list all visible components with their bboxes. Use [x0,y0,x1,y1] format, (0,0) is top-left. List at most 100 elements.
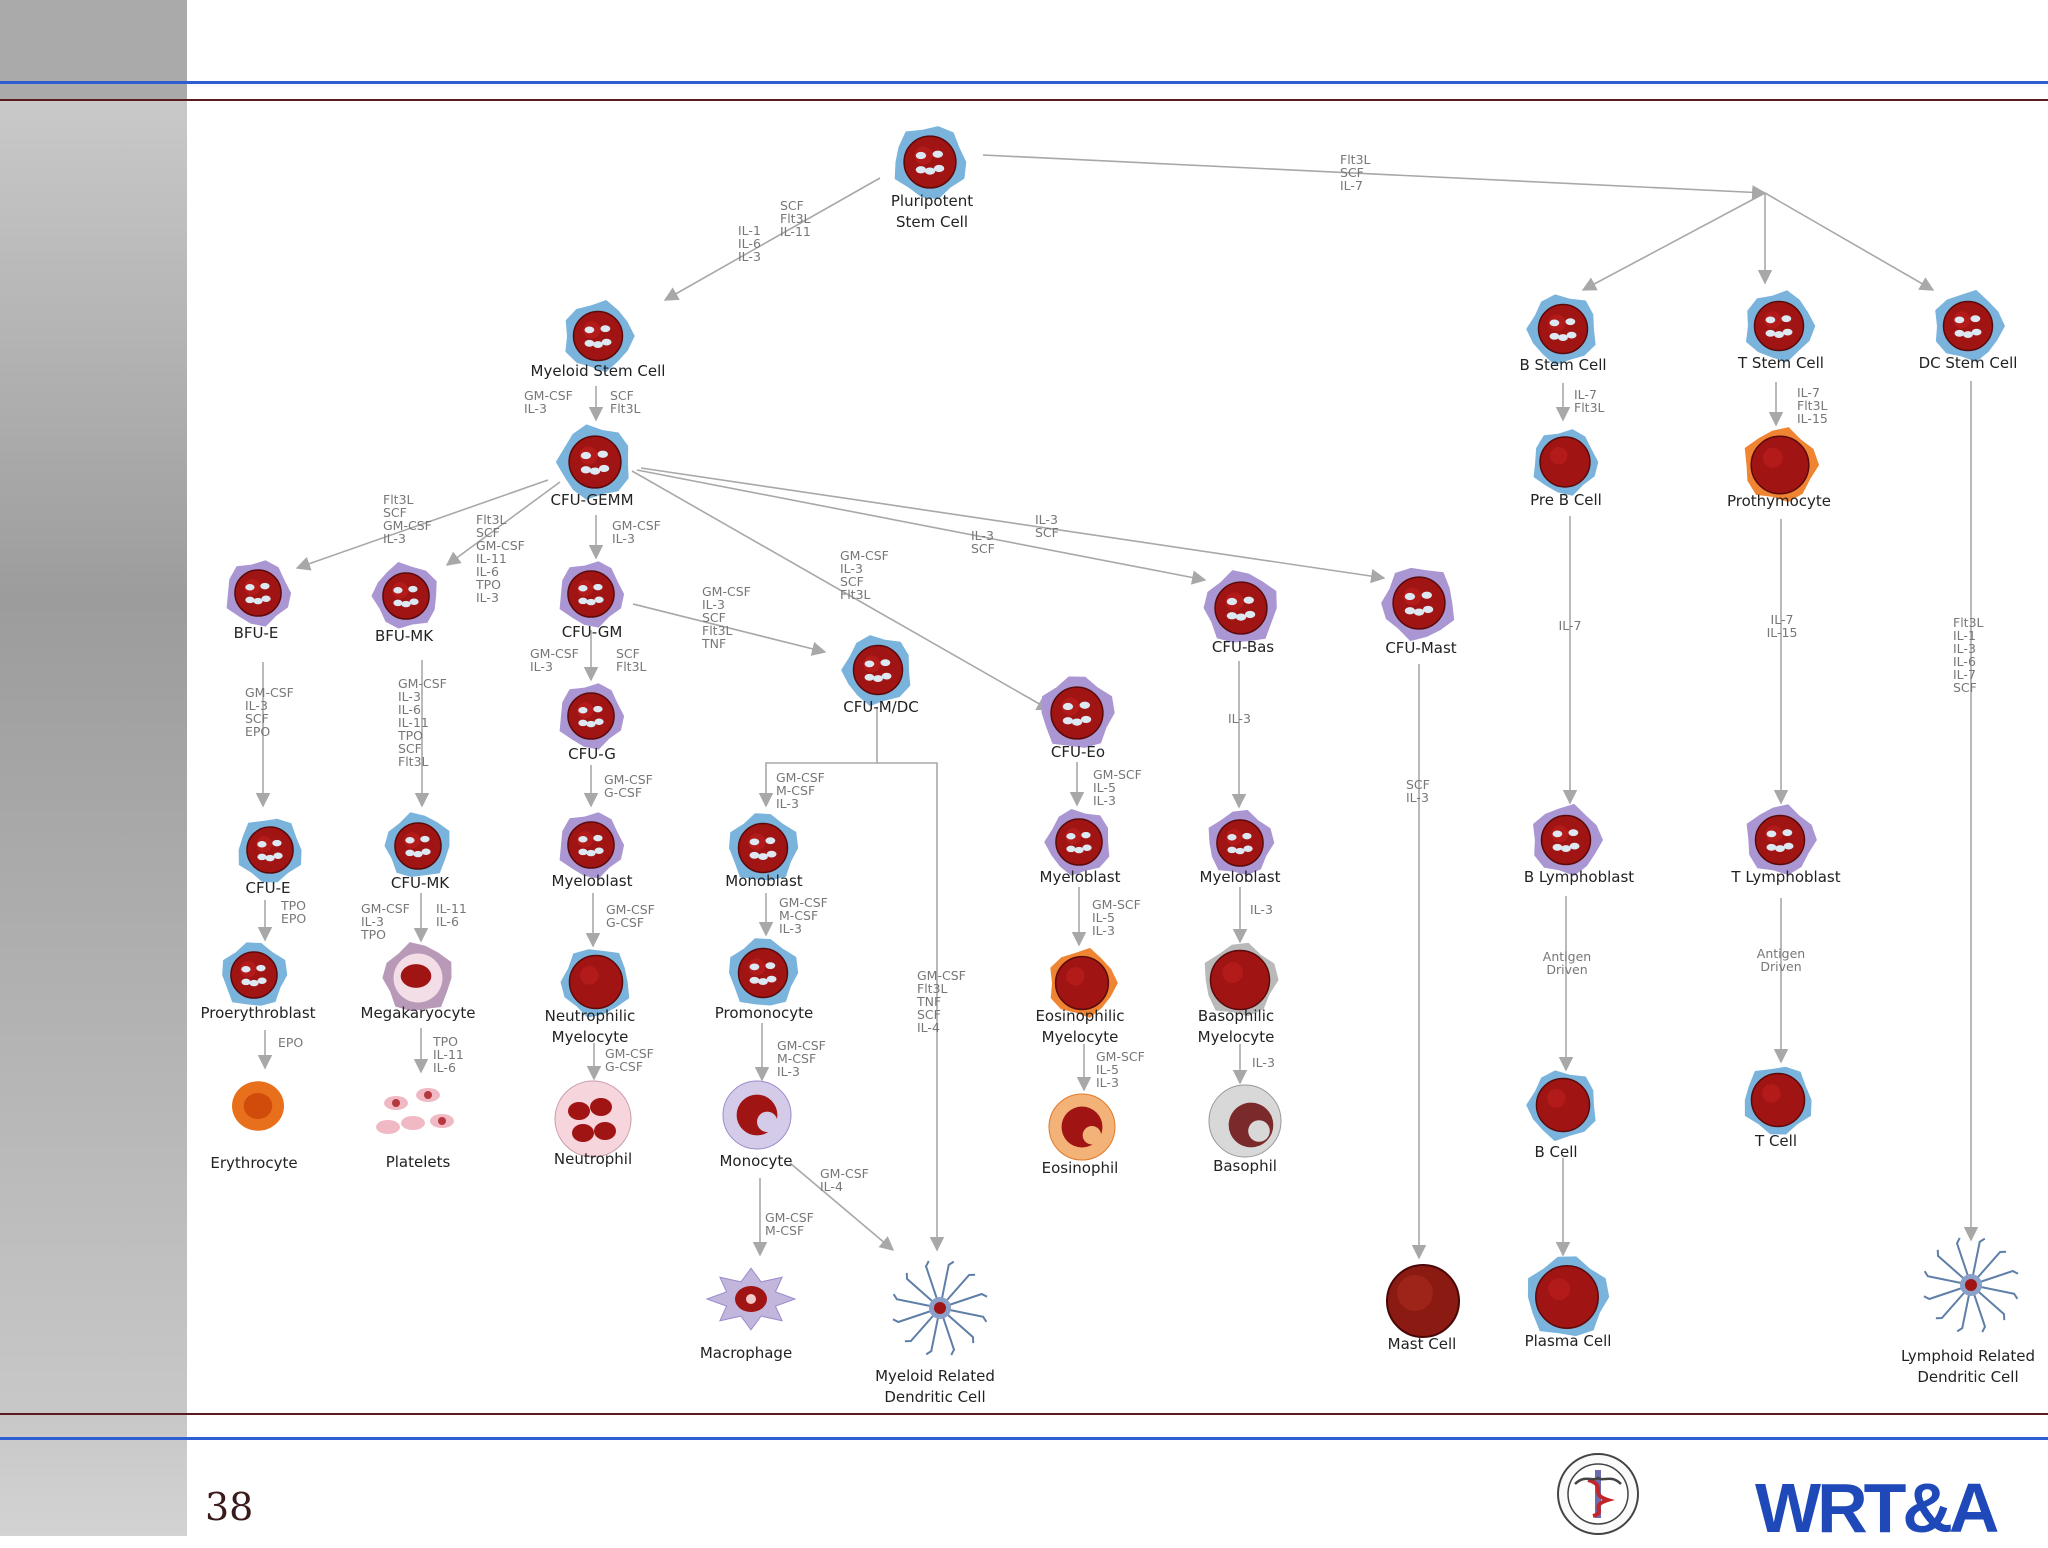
label-cfu-mk: CFU-MK [391,874,450,892]
cell-plasma-cell-icon [1527,1256,1610,1337]
label-proerythroblast: Proerythroblast [200,1004,315,1022]
cell-cfu-mast-icon [1381,567,1455,642]
label-bfu-mk: BFU-MK [375,627,434,645]
cell-icons [222,126,2019,1356]
label-macrophage: Macrophage [700,1344,792,1362]
lineage-arrow-19 [877,762,945,1252]
lineage-arrow-4 [1764,192,1935,291]
label-basophil: Basophil [1213,1157,1277,1175]
cell-lymphoid-related-dendritic-cell-icon [1923,1237,2019,1333]
wrt-logo: WRT&A [1755,1469,1999,1547]
cell-mast-cell-icon [1386,1264,1460,1338]
label-t-stem-cell: T Stem Cell [1737,354,1824,372]
cell-b-lymphoblast-icon [1533,803,1603,876]
cell-erythrocyte-icon [232,1081,284,1131]
lineage-arrows [255,154,1979,1260]
cell-t-lymphoblast-icon [1746,804,1817,875]
bottom-rule-dark [0,1413,2048,1415]
label-megakaryocyte: Megakaryocyte [361,1004,476,1022]
cell-basophilic-myelocyte-icon [1204,942,1279,1017]
cell-myeloid-related-dendritic-cell-icon [892,1260,988,1356]
cell-myeloblast-icon [1208,809,1275,876]
label-monoblast: Monoblast [725,872,802,890]
lineage-arrow-10 [631,470,1052,711]
cell-cfu-g-icon [559,683,625,750]
bottom-rule-blue [0,1437,2048,1440]
cell-cfu-mk-icon [384,812,450,877]
label-myeloblast: Myeloblast [1200,868,1281,886]
cell-megakaryocyte-icon [382,942,452,1011]
growth-factor-f-proery-ery: EPO [278,1035,303,1050]
label-platelets: Platelets [386,1153,451,1171]
label-myeloblast: Myeloblast [552,872,633,890]
cell-cfu-e-icon [238,818,302,883]
cell-promonocyte-icon [729,938,799,1006]
growth-factor-f-myelobas-basmyel: IL-3 [1250,902,1273,917]
label-b-cell: B Cell [1534,1143,1577,1161]
cell-bfu-e-icon [226,560,292,627]
label-prothymocyte: Prothymocyte [1727,492,1831,510]
label-mast-cell: Mast Cell [1388,1335,1457,1353]
top-rule-blue [0,81,2048,84]
cell-prothymocyte-icon [1744,427,1820,502]
growth-factor-f-basmyel-baso: IL-3 [1252,1055,1275,1070]
slide-number: 38 [205,1485,254,1529]
fda-seal-icon [1557,1453,1639,1535]
label-cfu-mast: CFU-Mast [1385,639,1456,657]
cell-dc-stem-cell-icon [1935,289,2005,362]
cell-myeloblast-icon [1044,809,1110,876]
label-erythrocyte: Erythrocyte [210,1154,297,1172]
label-myeloid-stem-cell: Myeloid Stem Cell [531,362,666,380]
cell-basophil-icon [1208,1084,1282,1158]
cell-t-stem-cell-icon [1746,290,1816,363]
label-t-lymphoblast: T Lymphoblast [1730,868,1840,886]
label-myeloblast: Myeloblast [1040,868,1121,886]
label-t-cell: T Cell [1754,1132,1797,1150]
cell-cfu-gm-icon [559,561,625,628]
cell-pluripotent-stem-cell-icon [894,126,967,200]
cell-cfu-gemm-icon [555,424,629,500]
lineage-arrow-11 [636,469,1207,585]
lineage-arrow-12 [640,467,1386,584]
label-pre-b-cell: Pre B Cell [1530,491,1602,509]
growth-factor-f-cfubas-myelo: IL-3 [1228,711,1251,726]
cell-pre-b-cell-icon [1533,429,1599,496]
label-b-stem-cell: B Stem Cell [1519,356,1606,374]
